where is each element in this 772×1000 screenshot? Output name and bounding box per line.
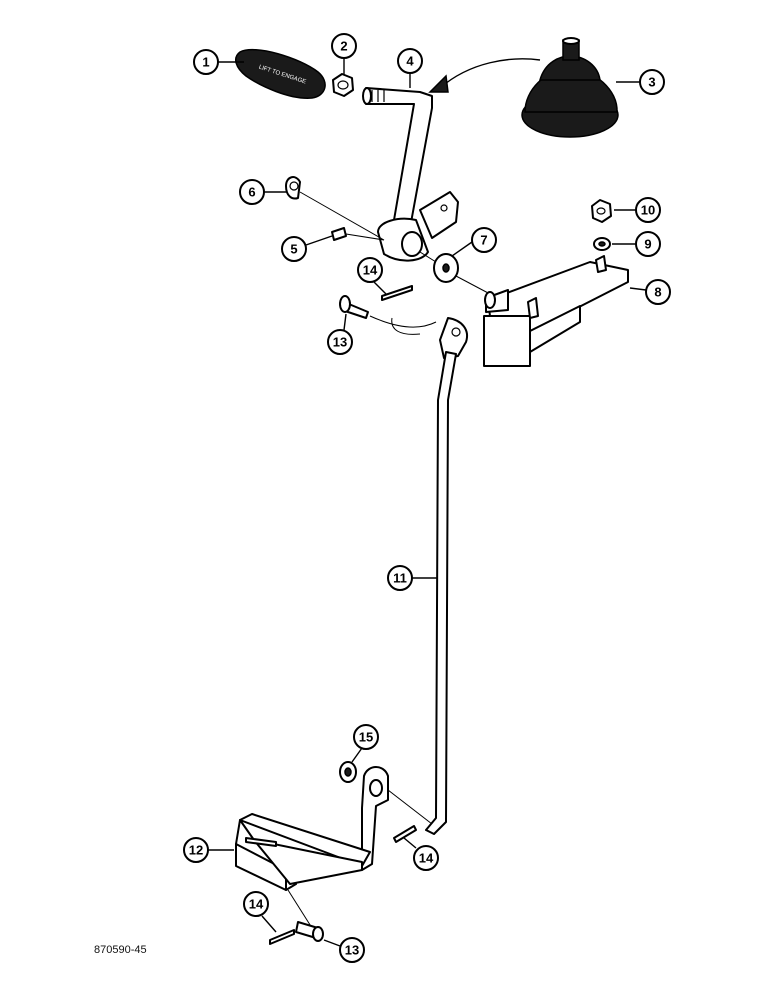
callout-13-top: 13 xyxy=(327,313,353,355)
callout-label: 9 xyxy=(644,237,651,252)
callout-10: 10 xyxy=(614,197,661,223)
washer-part-15 xyxy=(339,761,357,783)
callout-5: 5 xyxy=(281,235,333,262)
washer-part-7 xyxy=(433,253,459,283)
callout-label: 7 xyxy=(480,233,487,248)
callout-6: 6 xyxy=(239,179,286,205)
callout-7: 7 xyxy=(451,227,497,257)
boot-part xyxy=(521,37,619,138)
callout-label: 8 xyxy=(654,285,661,300)
screw-dash xyxy=(345,233,385,241)
callout-label: 14 xyxy=(419,851,434,866)
callout-label: 10 xyxy=(641,203,655,218)
callout-label: 6 xyxy=(248,185,255,200)
callout-label: 15 xyxy=(359,730,373,745)
callout-label: 13 xyxy=(333,335,347,350)
callout-4: 4 xyxy=(397,48,423,88)
callout-label: 2 xyxy=(340,39,347,54)
callout-11: 11 xyxy=(387,565,438,591)
callout-label: 4 xyxy=(406,54,414,69)
callout-14-top: 14 xyxy=(357,257,387,295)
control-rod-part xyxy=(425,317,468,835)
clevis-pin-part-top xyxy=(339,295,369,319)
callout-label: 11 xyxy=(393,571,407,586)
callout-14-lower-right: 14 xyxy=(403,837,439,871)
shift-lever-part xyxy=(362,87,459,262)
lock-washer-part-9 xyxy=(593,237,611,251)
callout-8: 8 xyxy=(629,279,671,305)
pedal-dash xyxy=(387,789,433,825)
install-arrow xyxy=(439,58,541,89)
callout-label: 3 xyxy=(648,75,655,90)
callout-13-bottom: 13 xyxy=(323,937,365,963)
cotter-pin-part-lower-right xyxy=(393,825,417,843)
lower-pin-dash xyxy=(287,889,313,929)
clip-dash xyxy=(299,191,385,241)
clevis-pin-part-bottom xyxy=(295,921,324,942)
nut-part-2 xyxy=(332,73,354,97)
callout-label: 14 xyxy=(249,897,264,912)
cotter-pin-part-top xyxy=(381,285,413,301)
retaining-clip-part xyxy=(285,176,301,200)
mounting-bracket-part xyxy=(483,255,629,367)
set-screw-part xyxy=(331,227,347,241)
callout-12: 12 xyxy=(183,837,234,863)
callout-14-bottom: 14 xyxy=(243,891,277,933)
pedal-assembly-part xyxy=(235,766,389,891)
pivot-dash xyxy=(419,251,491,295)
cotter-pin-part-bottom xyxy=(269,929,295,945)
callout-label: 12 xyxy=(189,843,203,858)
callout-label: 13 xyxy=(345,943,359,958)
nut-part-10 xyxy=(591,199,612,223)
callout-9: 9 xyxy=(612,231,661,257)
knob-part: LIFT TO ENGAGE xyxy=(235,48,326,99)
callout-15: 15 xyxy=(351,724,379,763)
callout-1: 1 xyxy=(193,49,244,75)
callout-label: 1 xyxy=(202,55,209,70)
figure-code: 870590-45 xyxy=(94,944,147,956)
callout-3: 3 xyxy=(616,69,665,95)
install-arrow-head xyxy=(428,74,449,93)
pin-path-dash xyxy=(369,315,437,335)
callout-label: 5 xyxy=(290,242,297,257)
callout-label: 14 xyxy=(363,263,378,278)
callout-2: 2 xyxy=(331,33,357,74)
